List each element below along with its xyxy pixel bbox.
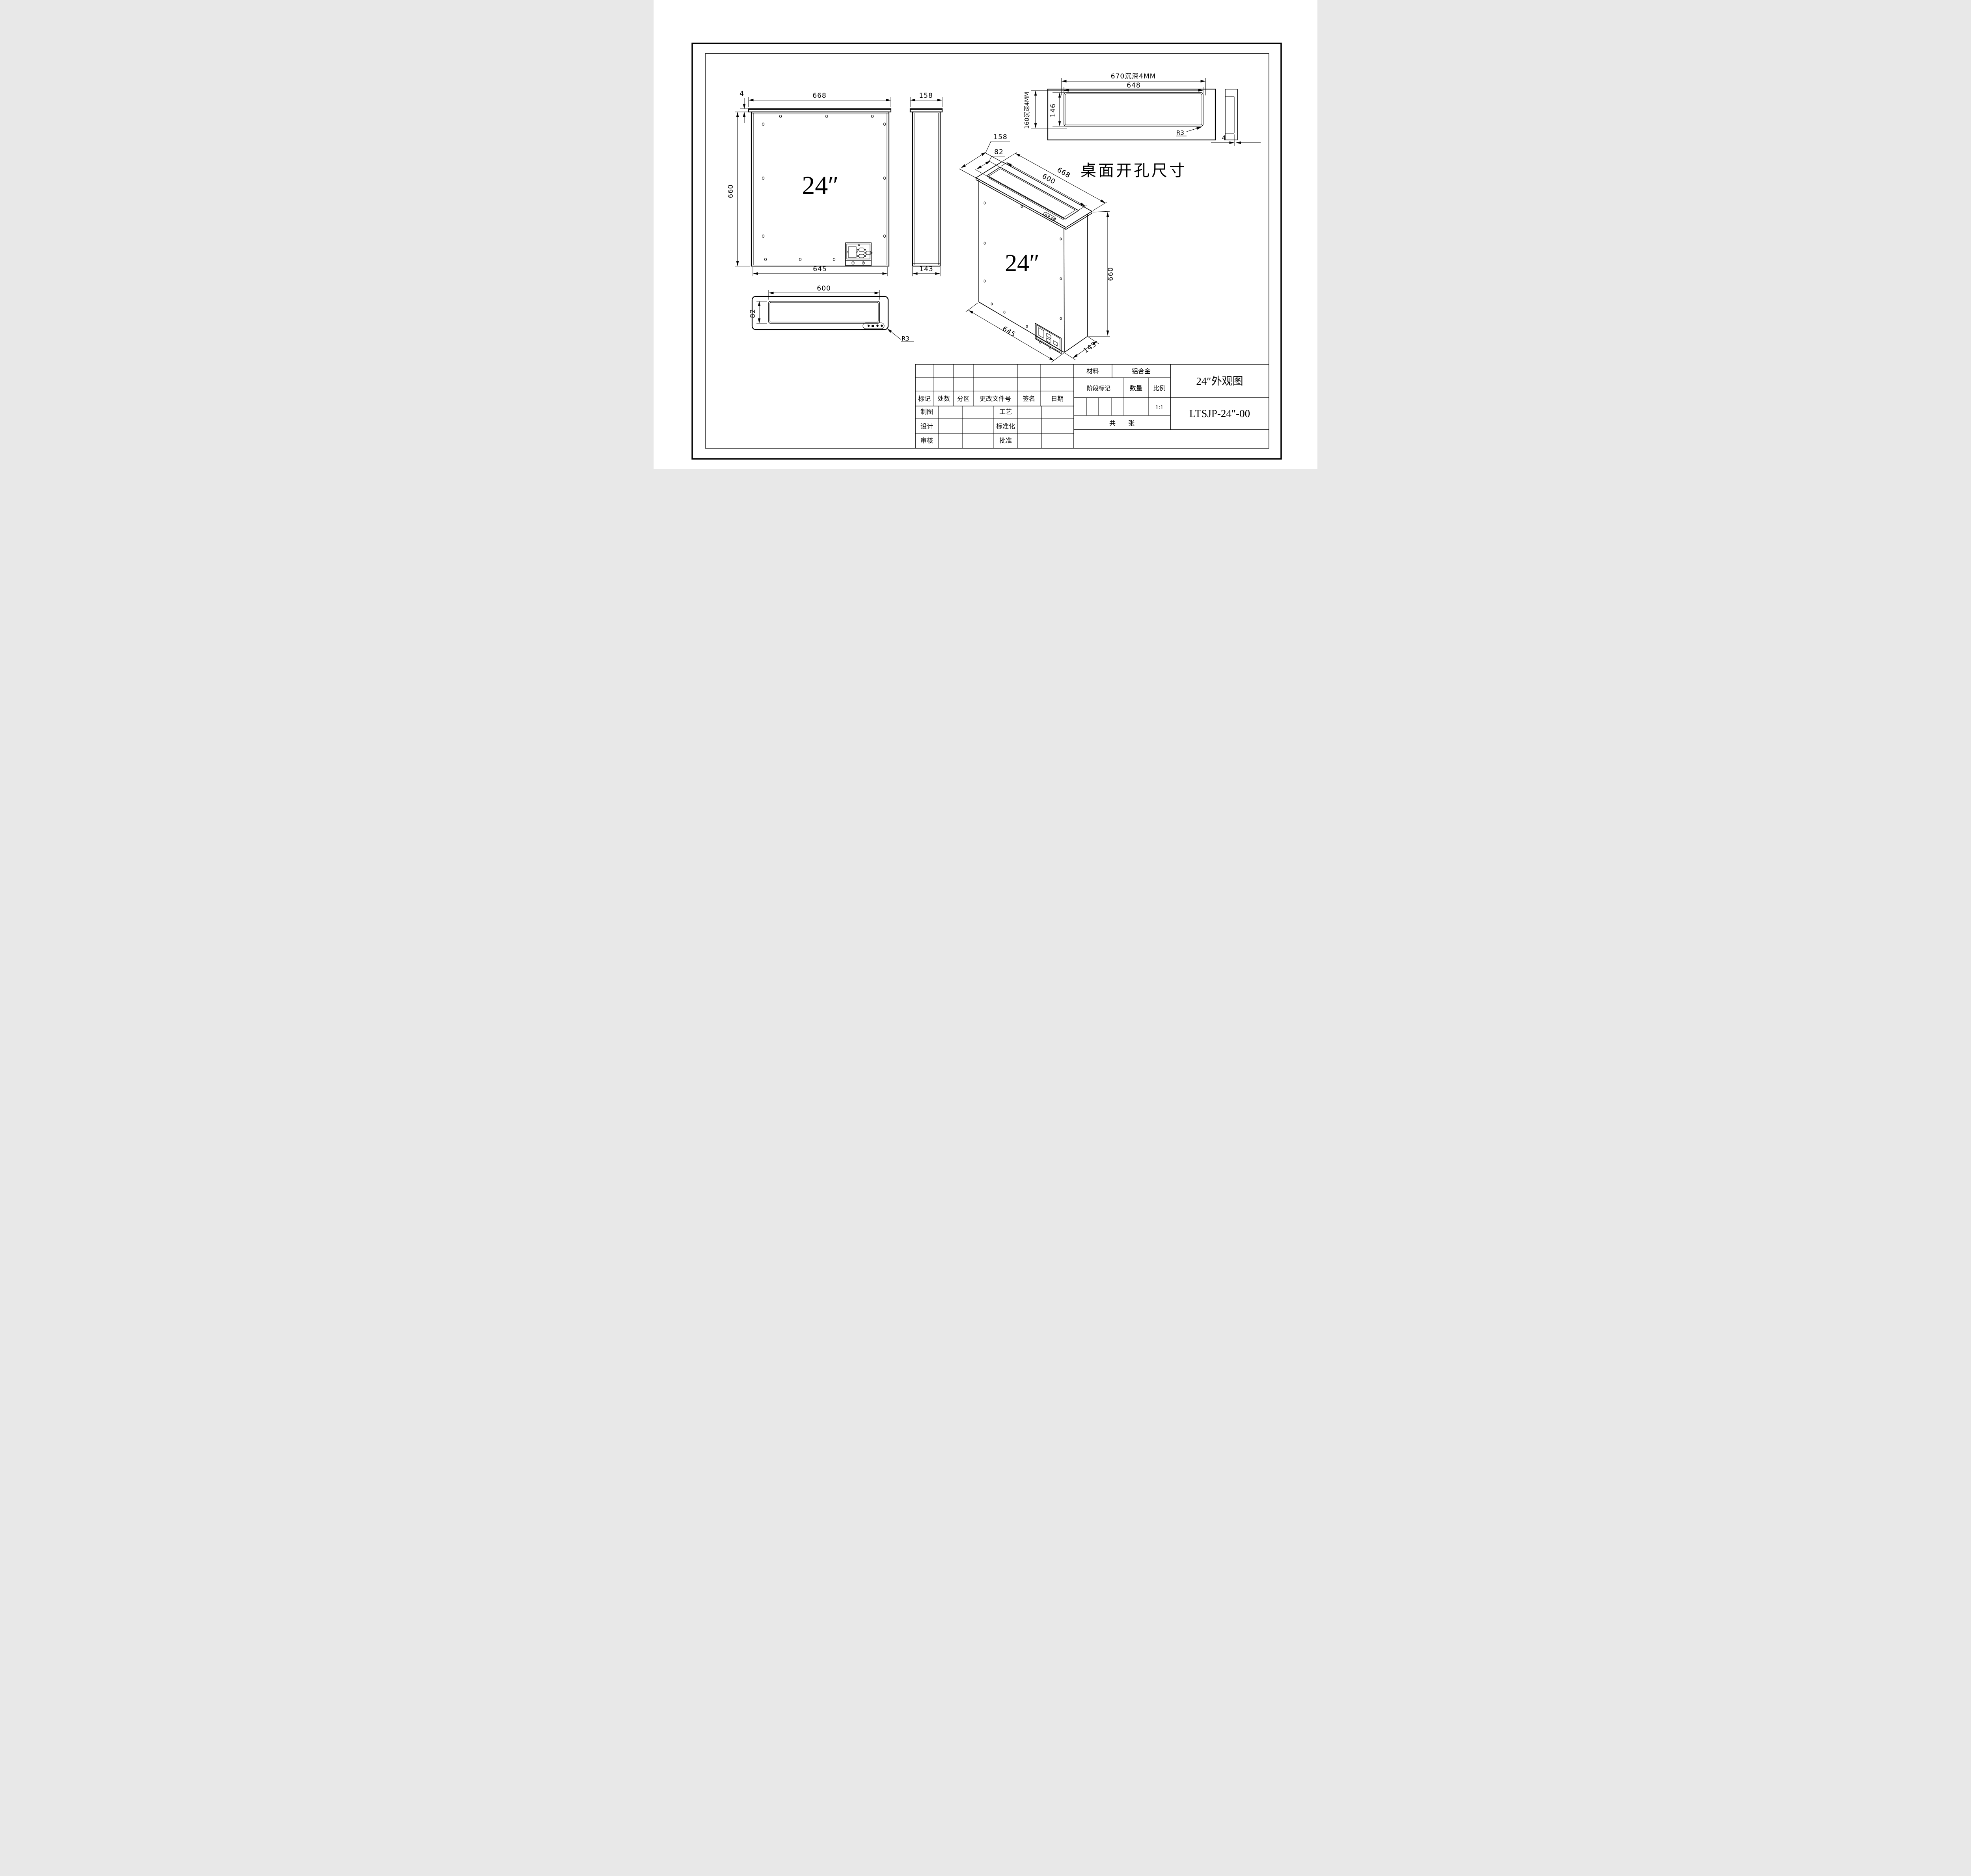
dim-text: R3 <box>1176 129 1184 136</box>
dim-text: 660 <box>727 184 735 198</box>
bottom-corner-radius-callout: R3 <box>887 328 914 342</box>
bottom-button-pill <box>863 322 885 329</box>
iso-dim-height: 660 <box>1088 211 1115 337</box>
cutout-dim-recess-width: 670沉深4MM <box>1061 73 1206 95</box>
material-value: 铝合金 <box>1132 368 1151 375</box>
drawing-number: LTSJP-24″-00 <box>1189 408 1250 419</box>
side-dim-width-top: 158 <box>910 92 943 107</box>
drawing-title: 24″外观图 <box>1196 375 1243 387</box>
dim-text: 158 <box>919 92 933 100</box>
dim-text: 82 <box>749 309 757 318</box>
scale-value: 1:1 <box>1155 404 1163 411</box>
bottom-dim-recess-depth: 82 <box>749 301 767 324</box>
cutout-dim-opening-width: 648 <box>1064 82 1203 93</box>
rev-header-zone: 分区 <box>957 395 970 402</box>
iso-connector-panel <box>1035 322 1062 354</box>
role-standard: 标准化 <box>996 423 1015 430</box>
dim-text: 4 <box>1222 134 1226 142</box>
role-process: 工艺 <box>999 408 1012 415</box>
title-block: 标记 处数 分区 更改文件号 签名 日期 制图 工艺 设计 标准化 审核 批准 … <box>915 364 1269 448</box>
dim-text: 158 <box>993 133 1007 141</box>
material-label: 材料 <box>1086 368 1099 375</box>
iso-dim-width-bottom: 645 <box>965 302 1064 363</box>
cutout-view: 670沉深4MM 648 160沉深4MM 146 R3 <box>1023 73 1261 146</box>
rev-header-mark: 标记 <box>918 395 931 402</box>
front-size-label: 24″ <box>802 171 839 200</box>
info-section: 材料 铝合金 阶段标记 数量 比例 1:1 共 张 24″外观图 LTSJP-2… <box>1074 364 1250 427</box>
front-dim-width-bottom: 645 <box>753 265 888 276</box>
dim-text: 143 <box>919 265 933 273</box>
rev-header-count: 处数 <box>937 395 950 402</box>
cutout-dim-opening-height: 146 <box>1049 92 1065 127</box>
rev-header-date: 日期 <box>1051 395 1064 402</box>
role-drafter: 制图 <box>920 408 933 415</box>
qty-label: 数量 <box>1130 385 1142 392</box>
cutout-side-profile: 4 <box>1211 89 1261 146</box>
sheets-label: 共 张 <box>1109 420 1135 427</box>
dim-text: 660 <box>1107 267 1115 281</box>
front-view: 24″ 668 4 660 645 <box>727 90 892 276</box>
role-approver: 批准 <box>999 437 1012 444</box>
dim-text: 4 <box>740 90 744 98</box>
revision-table: 标记 处数 分区 更改文件号 签名 日期 制图 工艺 设计 标准化 审核 批准 <box>915 364 1074 448</box>
rev-header-docno: 更改文件号 <box>980 395 1011 402</box>
stage-label: 阶段标记 <box>1087 385 1110 392</box>
front-screw-holes <box>762 115 886 261</box>
side-dim-width-bottom: 143 <box>912 265 941 276</box>
dim-text: 160沉深4MM <box>1023 92 1030 129</box>
bottom-view: 600 82 R3 <box>749 285 914 342</box>
iso-size-label: 24″ <box>1005 250 1040 277</box>
scale-label: 比例 <box>1153 385 1166 392</box>
front-connector-panel <box>845 242 872 266</box>
cutout-caption: 桌面开孔尺寸 <box>1081 162 1187 179</box>
iso-button-pill <box>1043 212 1056 221</box>
dim-text: 645 <box>813 265 827 273</box>
iso-dim-slot-depth: 82 <box>975 148 1005 177</box>
dim-text: 600 <box>817 285 831 292</box>
bottom-dim-recess-width: 600 <box>768 285 880 300</box>
cutout-dim-recess-height: 160沉深4MM <box>1023 90 1067 129</box>
cad-canvas: 24″ 668 4 660 645 <box>691 43 1282 460</box>
dim-text: R3 <box>902 335 909 342</box>
role-designer: 设计 <box>920 423 933 430</box>
dim-text: 645 <box>1001 325 1017 339</box>
role-checker: 审核 <box>920 437 933 444</box>
dim-text: 668 <box>1056 166 1072 180</box>
dim-text: 143 <box>1082 341 1098 355</box>
dim-text: 146 <box>1049 103 1057 117</box>
sheet-border <box>691 43 1282 460</box>
dim-text: 648 <box>1127 82 1140 89</box>
front-dim-height: 660 <box>727 112 750 266</box>
dim-text: 668 <box>812 92 826 100</box>
dim-text: 670沉深4MM <box>1111 73 1156 80</box>
side-view: 158 143 <box>909 92 943 276</box>
iso-dim-depth: 158 <box>959 133 1010 179</box>
dim-text: 82 <box>994 148 1004 156</box>
rev-header-sign: 签名 <box>1023 395 1035 402</box>
cutout-corner-radius-callout: R3 <box>1176 127 1202 136</box>
front-dim-width-top: 668 <box>748 92 891 107</box>
iso-view: 24″ 158 82 668 600 <box>959 133 1115 363</box>
front-dim-cap-thickness: 4 <box>740 90 751 123</box>
drawing-sheet: 24″ 668 4 660 645 <box>654 0 1317 469</box>
iso-dim-slot-width: 600 <box>1000 162 1087 210</box>
